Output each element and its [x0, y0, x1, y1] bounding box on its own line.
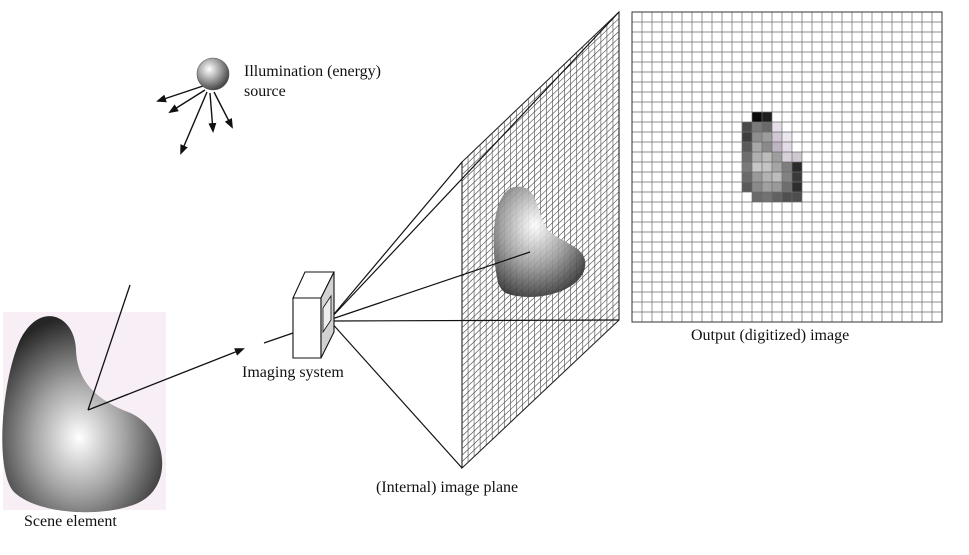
digitized-pixel [772, 192, 782, 202]
projected-scene-blob [493, 186, 586, 297]
digitized-pixel [752, 182, 762, 192]
digitized-pixel [792, 172, 802, 182]
digitized-pixel [782, 192, 792, 202]
digitized-pixel [772, 172, 782, 182]
digitized-pixel [762, 182, 772, 192]
digitized-pixel [752, 142, 762, 152]
digitized-pixel [792, 152, 802, 162]
digitized-pixel [782, 162, 792, 172]
light-bulb-icon [196, 57, 230, 91]
digitized-pixel [782, 172, 792, 182]
digitized-pixel [742, 182, 752, 192]
digitized-pixel [772, 132, 782, 142]
imaging-system-box [292, 271, 335, 359]
imaging-system-label: Imaging system [242, 364, 344, 381]
illumination-label-line2: source [244, 83, 286, 100]
digitized-pixel [772, 162, 782, 172]
illumination-source [156, 57, 233, 155]
digitized-pixel [752, 162, 762, 172]
image-plane-label: (Internal) image plane [376, 479, 519, 496]
digitized-pixel [792, 182, 802, 192]
digitized-pixel [772, 182, 782, 192]
output-digitized-image [631, 11, 943, 323]
digitized-pixel [742, 172, 752, 182]
image-plane [461, 10, 620, 470]
scene-element-label: Scene element [24, 513, 117, 530]
projection-rays [263, 11, 620, 469]
digitized-pixel [762, 172, 772, 182]
output-image-label: Output (digitized) image [691, 327, 850, 344]
scene-element [2, 284, 245, 513]
digitized-pixel [762, 162, 772, 172]
digitized-pixel [742, 122, 752, 132]
digitized-pixel [762, 122, 772, 132]
digitized-pixel [782, 132, 792, 142]
digitized-pixel [742, 142, 752, 152]
digitized-pixel [772, 122, 782, 132]
digitized-pixel [762, 112, 772, 122]
digitized-pixel [752, 112, 762, 122]
digitized-pixel [782, 152, 792, 162]
digitized-pixel [762, 142, 772, 152]
digitized-pixel [752, 122, 762, 132]
digitized-pixel [752, 132, 762, 142]
digitized-pixel [762, 192, 772, 202]
digitized-pixel [762, 152, 772, 162]
digitized-pixel [782, 142, 792, 152]
digitized-pixel [762, 132, 772, 142]
digitized-pixel [752, 152, 762, 162]
digitized-pixel [782, 182, 792, 192]
digitized-pixel [752, 192, 762, 202]
digitized-pixel [792, 162, 802, 172]
illumination-label-line1: Illumination (energy) [244, 63, 381, 80]
digitized-pixel [752, 172, 762, 182]
digitized-pixel [772, 142, 782, 152]
digitized-pixel [742, 162, 752, 172]
digitized-pixel [742, 152, 752, 162]
digitized-pixel [742, 132, 752, 142]
digitized-pixel [792, 192, 802, 202]
digitized-pixel [772, 152, 782, 162]
